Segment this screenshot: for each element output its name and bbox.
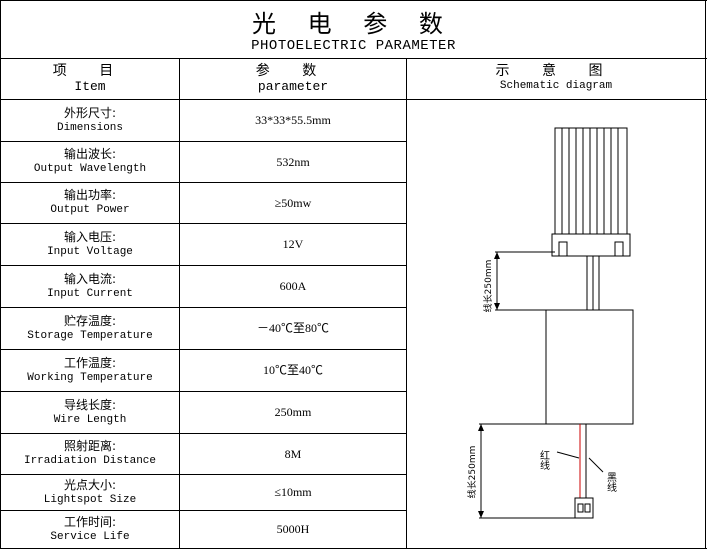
- row-label-dimensions: 外形尺寸:Dimensions: [1, 100, 179, 141]
- row-label-current: 输入电流:Input Current: [1, 266, 179, 307]
- label-en: Dimensions: [56, 121, 123, 134]
- label-cn: 导线长度:: [63, 397, 117, 412]
- row-label-irradiation: 照射距离: Irradiation Distance: [1, 434, 179, 474]
- label-en: Irradiation Distance: [23, 455, 157, 467]
- row-label-wavelength: 输出波长: Output Wavelength: [1, 142, 179, 182]
- header-param-en: parameter: [257, 79, 329, 94]
- red-wire-label: 红线: [538, 449, 550, 470]
- label-cn: 外形尺寸:: [63, 105, 117, 120]
- label-cn: 输出波长:: [63, 147, 117, 161]
- row-label-voltage: 输入电压:Input Voltage: [1, 224, 179, 265]
- row-label-storage-temp: 贮存温度:Storage Temperature: [1, 308, 179, 349]
- connector: [574, 497, 594, 519]
- row-value-service-life: 5000H: [276, 522, 310, 536]
- row-value-power: ≥50mw: [274, 195, 312, 210]
- row-value-storage-temp: －40℃至80℃: [256, 321, 329, 335]
- label-cn: 工作温度:: [63, 355, 117, 370]
- row-value-lightspot: ≤10mm: [274, 485, 312, 499]
- row-value-current: 600A: [279, 279, 307, 293]
- header-param-cn: 参 数: [255, 63, 331, 79]
- row-value-dimensions: 33*33*55.5mm: [255, 113, 331, 127]
- laser-module: [554, 127, 628, 235]
- header-param: 参 数 parameter: [180, 59, 406, 99]
- label-cn: 照射距离:: [63, 439, 117, 453]
- row-label-service-life: 工作时间:Service Life: [1, 511, 179, 548]
- header-diagram-cn: 示 意 图: [495, 63, 617, 79]
- header-diagram: 示 意 图 Schematic diagram: [407, 59, 705, 99]
- row-value-wavelength: 532nm: [276, 154, 310, 169]
- label-cn: 输入电压:: [63, 229, 117, 244]
- label-en: Wire Length: [53, 413, 127, 426]
- row-value-wire-length: 250mm: [274, 405, 312, 419]
- schematic-diagram: 线长250mm 线长250mm 红线 黑线: [466, 127, 634, 519]
- driver-box: [545, 309, 634, 425]
- label-cn: 输入电流:: [63, 271, 117, 286]
- wire-length-top-label: 线长250mm: [482, 260, 494, 313]
- label-en: Output Power: [50, 204, 130, 216]
- row-label-working-temp: 工作温度:Working Temperature: [1, 350, 179, 391]
- label-en: Input Voltage: [47, 245, 133, 258]
- row-value-irradiation: 8M: [284, 446, 302, 461]
- label-en: Storage Temperature: [27, 329, 153, 342]
- row-value-voltage: 12V: [282, 237, 304, 251]
- label-cn: 贮存温度:: [63, 313, 117, 328]
- row-label-wire-length: 导线长度:Wire Length: [1, 392, 179, 433]
- label-en: Output Wavelength: [33, 163, 147, 175]
- row-label-lightspot: 光点大小:Lightspot Size: [1, 475, 179, 510]
- header-item-cn: 项 目: [52, 63, 128, 79]
- label-en: Lightspot Size: [43, 493, 137, 506]
- wire-length-bottom-label: 线长250mm: [466, 446, 478, 499]
- row-value-working-temp: 10℃至40℃: [262, 363, 323, 377]
- header-item-en: Item: [74, 79, 106, 94]
- header-item: 项 目 Item: [1, 59, 179, 99]
- label-en: Working Temperature: [27, 371, 153, 384]
- label-cn: 工作时间:: [63, 514, 117, 529]
- label-en: Input Current: [47, 287, 133, 300]
- label-cn: 光点大小:: [63, 477, 117, 492]
- row-label-power: 输出功率: Output Power: [1, 183, 179, 223]
- label-en: Service Life: [50, 530, 130, 543]
- page-subtitle: PHOTOELECTRIC PARAMETER: [251, 38, 456, 54]
- black-wire-label: 黑线: [605, 472, 617, 492]
- page-title: 光 电 参 数: [252, 10, 455, 38]
- label-cn: 输出功率:: [63, 188, 117, 202]
- laser-base: [551, 233, 631, 257]
- header-diagram-en: Schematic diagram: [499, 80, 613, 92]
